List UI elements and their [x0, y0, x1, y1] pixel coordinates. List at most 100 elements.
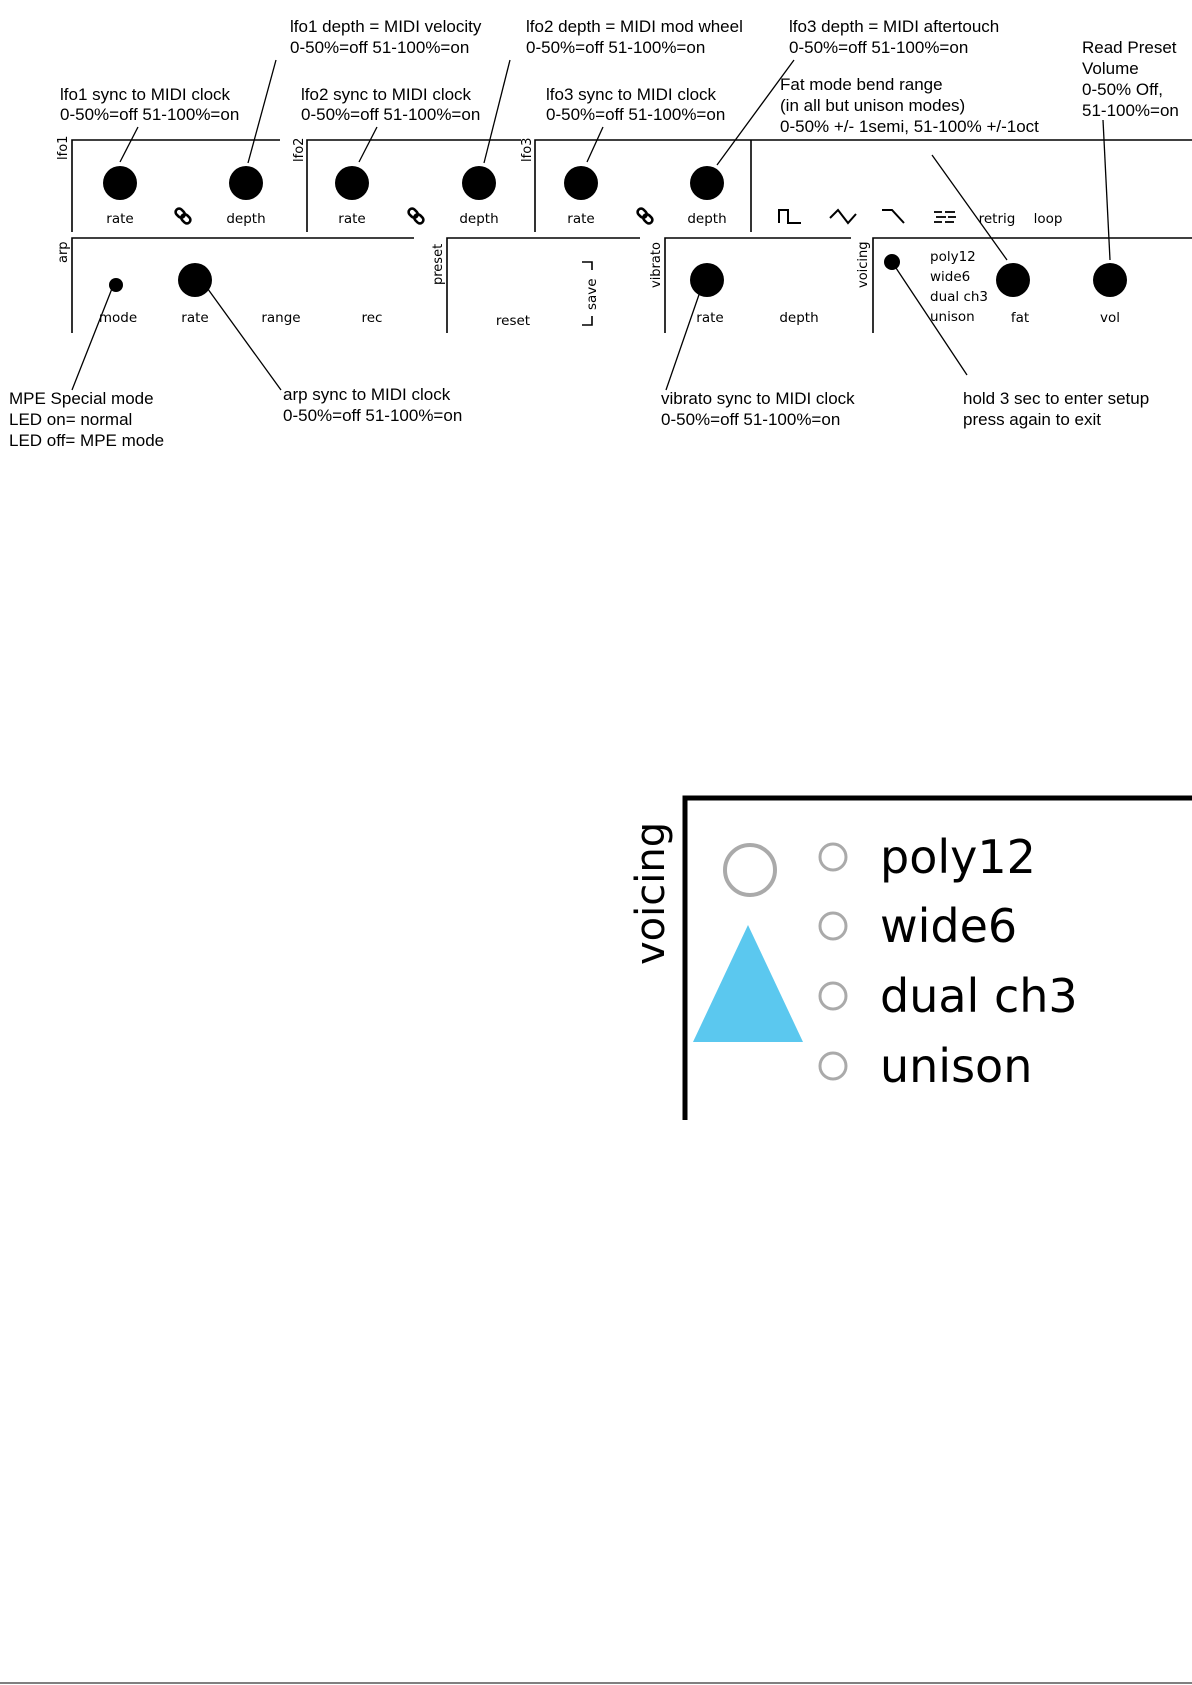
voicing-option-poly12: poly12 — [930, 249, 976, 265]
svg-text:51-100%=on: 51-100%=on — [1082, 101, 1179, 120]
lfo3-link-icon — [636, 207, 654, 225]
svg-text:0-50%=off 51-100%=on: 0-50%=off 51-100%=on — [301, 105, 480, 124]
svg-text:0-50%=off 51-100%=on: 0-50%=off 51-100%=on — [789, 38, 968, 57]
panel-frames — [71, 139, 1192, 333]
svg-text:lfo2 depth = MIDI mod wheel: lfo2 depth = MIDI mod wheel — [526, 17, 743, 36]
svg-text:vibrato sync to MIDI clock: vibrato sync to MIDI clock — [661, 389, 855, 408]
svg-text:arp sync to MIDI clock: arp sync to MIDI clock — [283, 385, 451, 404]
lfo1-rate-knob[interactable] — [103, 166, 137, 200]
fat-knob[interactable] — [996, 263, 1030, 297]
svg-text:lfo2 sync to MIDI clock: lfo2 sync to MIDI clock — [301, 85, 472, 104]
svg-text:press again to exit: press again to exit — [963, 410, 1101, 429]
retrig-label: retrig — [979, 211, 1016, 227]
zoom-option-led-unison[interactable] — [818, 1051, 848, 1081]
svg-text:lfo1 sync to MIDI clock: lfo1 sync to MIDI clock — [60, 85, 231, 104]
zoom-option-dual-ch3: dual ch3 — [880, 969, 1078, 1023]
triangle-wave-icon — [829, 208, 857, 225]
lfo2-link-icon — [407, 207, 425, 225]
zoom-voicing-led[interactable] — [723, 843, 777, 897]
svg-text:Read Preset: Read Preset — [1082, 38, 1177, 57]
voicing-option-dual-ch3: dual ch3 — [930, 289, 988, 305]
annotation-lfo1-sync: lfo1 sync to MIDI clock 0-50%=off 51-100… — [60, 85, 239, 124]
annotation-lfo3-depth: lfo3 depth = MIDI aftertouch 0-50%=off 5… — [789, 17, 999, 57]
vibrato-depth-label: depth — [779, 310, 818, 326]
zoom-selection-triangle-icon — [693, 925, 803, 1042]
voicing-option-unison: unison — [930, 309, 975, 325]
lfo3-depth-knob[interactable] — [690, 166, 724, 200]
arp-rate-knob[interactable] — [178, 263, 212, 297]
annotation-lfo2-depth: lfo2 depth = MIDI mod wheel 0-50%=off 51… — [526, 17, 743, 57]
svg-text:Fat mode bend range: Fat mode bend range — [780, 75, 943, 94]
svg-text:lfo3 depth = MIDI aftertouch: lfo3 depth = MIDI aftertouch — [789, 17, 999, 36]
svg-text:MPE Special mode: MPE Special mode — [9, 389, 154, 408]
zoom-option-led-dual-ch3[interactable] — [818, 981, 848, 1011]
svg-text:lfo1 depth = MIDI velocity: lfo1 depth = MIDI velocity — [290, 17, 482, 36]
saw-wave-icon — [882, 209, 905, 224]
section-voicing: voicing — [856, 241, 871, 288]
annotation-lfo2-sync: lfo2 sync to MIDI clock 0-50%=off 51-100… — [301, 85, 480, 124]
svg-text:LED off= MPE mode: LED off= MPE mode — [9, 431, 164, 450]
lfo1-depth-label: depth — [226, 211, 265, 227]
preset-reset-label: reset — [496, 313, 530, 329]
section-arp: arp — [56, 241, 71, 263]
vibrato-rate-label: rate — [696, 310, 723, 326]
annotation-mpe-mode: MPE Special mode LED on= normal LED off=… — [9, 389, 164, 450]
vol-knob[interactable] — [1093, 263, 1127, 297]
lfo2-rate-knob[interactable] — [335, 166, 369, 200]
arp-mode-label: mode — [99, 310, 137, 326]
zoom-frame — [682, 795, 1192, 1120]
voicing-option-wide6: wide6 — [930, 269, 970, 285]
svg-text:0-50%=off 51-100%=on: 0-50%=off 51-100%=on — [290, 38, 469, 57]
annotation-fat-bend-range: Fat mode bend range (in all but unison m… — [780, 75, 1039, 136]
section-preset: preset — [431, 244, 446, 285]
svg-text:lfo3 sync to MIDI clock: lfo3 sync to MIDI clock — [546, 85, 717, 104]
zoom-option-unison: unison — [880, 1039, 1032, 1093]
lfo3-rate-knob[interactable] — [564, 166, 598, 200]
annotation-lfo1-depth: lfo1 depth = MIDI velocity 0-50%=off 51-… — [290, 17, 482, 57]
vibrato-rate-knob[interactable] — [690, 263, 724, 297]
svg-text:0-50% +/- 1semi, 51-100% +/-1o: 0-50% +/- 1semi, 51-100% +/-1oct — [780, 117, 1039, 136]
lfo1-link-icon — [174, 207, 192, 225]
svg-text:LED on= normal: LED on= normal — [9, 410, 132, 429]
arp-range-label: range — [261, 310, 300, 326]
arp-rec-label: rec — [362, 310, 383, 326]
annotation-lfo3-sync: lfo3 sync to MIDI clock 0-50%=off 51-100… — [546, 85, 725, 124]
save-bracket — [582, 261, 593, 326]
annotation-read-preset-volume: Read Preset Volume 0-50% Off, 51-100%=on — [1082, 38, 1179, 120]
vol-label: vol — [1100, 310, 1120, 326]
svg-text:Volume: Volume — [1082, 59, 1139, 78]
svg-text:0-50%=off 51-100%=on: 0-50%=off 51-100%=on — [283, 406, 462, 425]
svg-text:0-50%=off 51-100%=on: 0-50%=off 51-100%=on — [661, 410, 840, 429]
section-vibrato: vibrato — [649, 242, 664, 288]
voicing-zoom-detail: voicing poly12 wide6 dual ch3 unison — [628, 795, 1192, 1120]
random-wave-icon — [934, 211, 956, 223]
svg-text:hold 3 sec to enter setup: hold 3 sec to enter setup — [963, 389, 1149, 408]
zoom-option-led-wide6[interactable] — [818, 911, 848, 941]
arp-rate-label: rate — [181, 310, 208, 326]
lfo1-rate-label: rate — [106, 211, 133, 227]
annotation-hold-setup: hold 3 sec to enter setup press again to… — [963, 389, 1149, 429]
lfo2-rate-label: rate — [338, 211, 365, 227]
annotation-arp-sync: arp sync to MIDI clock 0-50%=off 51-100%… — [283, 385, 462, 425]
annotation-vibrato-sync: vibrato sync to MIDI clock 0-50%=off 51-… — [661, 389, 855, 429]
svg-text:0-50% Off,: 0-50% Off, — [1082, 80, 1163, 99]
zoom-option-led-poly12[interactable] — [818, 842, 848, 872]
section-lfo1: lfo1 — [56, 136, 71, 160]
loop-label: loop — [1034, 211, 1063, 227]
square-wave-icon — [778, 209, 801, 224]
voicing-button[interactable] — [884, 254, 900, 270]
section-lfo2: lfo2 — [292, 138, 307, 162]
svg-text:0-50%=off 51-100%=on: 0-50%=off 51-100%=on — [546, 105, 725, 124]
lfo3-depth-label: depth — [687, 211, 726, 227]
lfo3-rate-label: rate — [567, 211, 594, 227]
zoom-option-poly12: poly12 — [880, 830, 1036, 884]
fat-label: fat — [1011, 310, 1029, 326]
lfo2-depth-knob[interactable] — [462, 166, 496, 200]
lfo1-depth-knob[interactable] — [229, 166, 263, 200]
svg-text:0-50%=off 51-100%=on: 0-50%=off 51-100%=on — [526, 38, 705, 57]
arp-mode-led[interactable] — [109, 278, 123, 292]
preset-save-label: save — [584, 278, 600, 310]
section-lfo3: lfo3 — [520, 138, 535, 162]
zoom-option-wide6: wide6 — [880, 899, 1017, 953]
